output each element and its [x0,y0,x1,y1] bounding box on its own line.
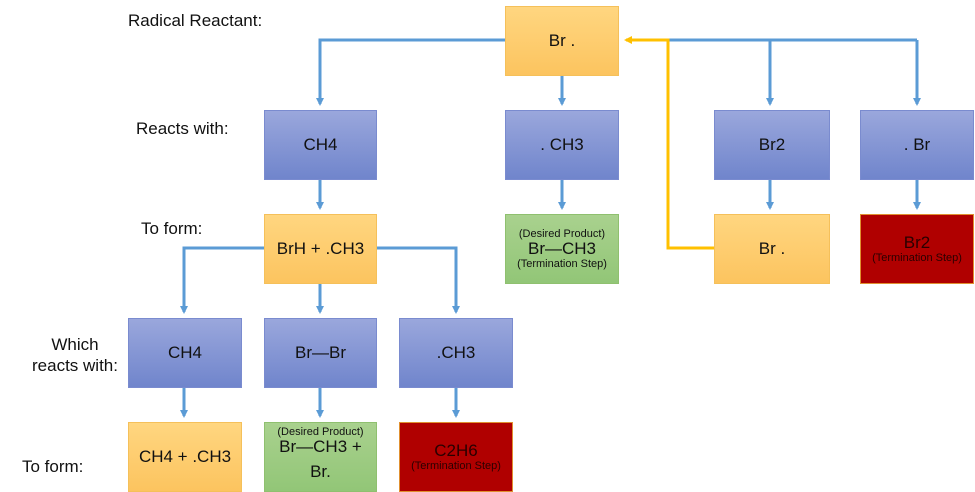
node-text: Br—Br [295,342,346,362]
node-ch3-radical: . CH3 [505,110,619,180]
arrow-br-to-ch4 [316,38,505,106]
node-text: C2H6 [434,440,478,460]
node-br2: Br2 [714,110,830,180]
node-text: Br . [758,238,786,258]
node-brh-ch3: BrH + .CH3 [264,214,377,284]
node-text: Br2 [758,134,786,154]
node-ch4-second: CH4 [128,318,242,388]
node-br-radical-mid: Br . [714,214,830,284]
node-text: CH4 [303,134,338,154]
termination-note: (Termination Step) [517,258,607,271]
node-br-br: Br—Br [264,318,377,388]
node-text: Br . [548,30,576,50]
arrow-brh-to-ch3 [377,246,460,314]
node-text: .CH3 [436,342,476,362]
desired-product-note: (Desired Product) [518,227,606,240]
label-reacts-with: Reacts with: [136,119,229,138]
node-text: CH4 + .CH3 [138,446,232,466]
node-text: CH4 [167,342,202,362]
node-text: . Br [903,134,931,154]
node-br-ch3-product: (Desired Product) Br—CH3 (Termination St… [505,214,619,284]
node-text: Br—CH3 + [279,437,362,457]
termination-note: (Termination Step) [411,460,501,473]
node-br-radical-right: . Br [860,110,974,180]
desired-product-note: (Desired Product) [277,426,364,438]
node-text-line2: Br. [310,461,331,481]
label-which-reacts-with: Which reacts with: [32,335,118,376]
node-c2h6: C2H6 (Termination Step) [399,422,513,492]
node-text: Br—CH3 [527,238,596,258]
termination-note: (Termination Step) [872,252,962,265]
node-ch3-second: .CH3 [399,318,513,388]
label-to-form-2: To form: [22,457,84,476]
node-br2-termination: Br2 (Termination Step) [860,214,974,284]
label-to-form-1: To form: [141,219,203,238]
node-text: . CH3 [540,134,584,154]
node-ch4-ch3: CH4 + .CH3 [128,422,242,492]
feedback-arrow-br-regenerated [624,36,714,250]
arrow-brh-to-ch4 [180,246,264,314]
node-text: Br2 [903,232,931,252]
label-radical-reactant: Radical Reactant: [128,11,263,30]
node-ch4: CH4 [264,110,377,180]
node-br-ch3-br: (Desired Product) Br—CH3 + Br. [264,422,377,492]
node-br-radical-top: Br . [505,6,619,76]
node-text: BrH + .CH3 [276,238,365,258]
